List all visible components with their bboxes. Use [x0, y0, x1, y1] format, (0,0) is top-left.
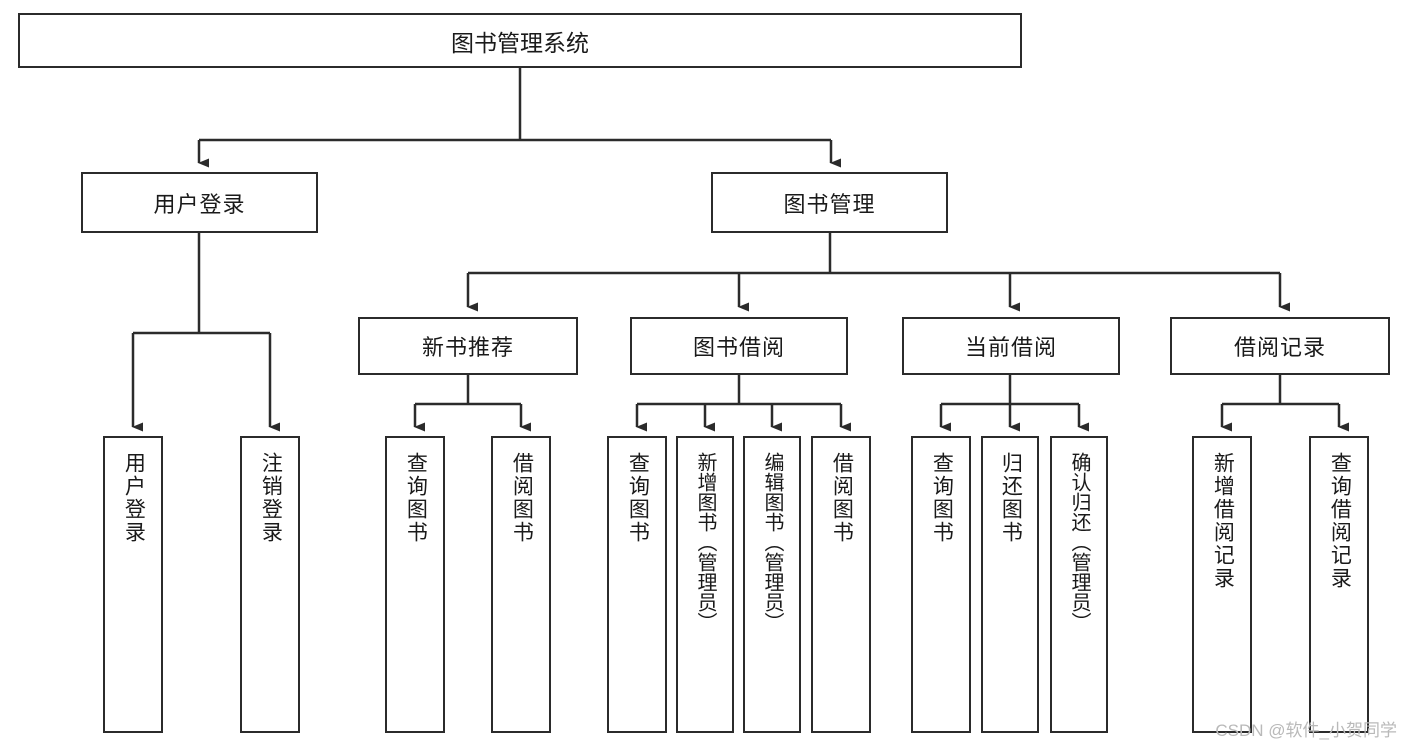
node-borrow-record[interactable]: 借阅记录: [1170, 317, 1390, 375]
node-leaf-query-book-3-label: 查询图书: [930, 452, 954, 544]
node-leaf-add-record-label: 新增借阅记录: [1211, 452, 1235, 590]
node-leaf-confirm-return-label: 确认归还（管理员）: [1068, 452, 1090, 632]
node-leaf-edit-book[interactable]: 编辑图书（管理员）: [743, 436, 801, 733]
node-book-manage-label: 图书管理: [783, 191, 876, 217]
node-leaf-edit-book-label: 编辑图书（管理员）: [761, 452, 783, 632]
node-leaf-borrow-book-2[interactable]: 借阅图书: [811, 436, 871, 733]
node-user-login-label: 用户登录: [153, 191, 246, 217]
node-leaf-borrow-book-1-label: 借阅图书: [510, 452, 534, 544]
node-root-label: 图书管理系统: [451, 29, 589, 56]
node-leaf-query-book-3[interactable]: 查询图书: [911, 436, 971, 733]
node-leaf-borrow-book-1[interactable]: 借阅图书: [491, 436, 551, 733]
node-leaf-user-login-label: 用户登录: [122, 452, 146, 544]
node-leaf-query-book-1-label: 查询图书: [404, 452, 428, 544]
node-user-login[interactable]: 用户登录: [81, 172, 318, 233]
node-leaf-confirm-return[interactable]: 确认归还（管理员）: [1050, 436, 1108, 733]
node-root[interactable]: 图书管理系统: [18, 13, 1022, 68]
node-leaf-query-book-2-label: 查询图书: [626, 452, 650, 544]
node-book-borrow-label: 图书借阅: [692, 335, 785, 360]
node-book-manage[interactable]: 图书管理: [711, 172, 948, 233]
node-leaf-add-book-label: 新增图书（管理员）: [694, 452, 716, 632]
csdn-watermark: CSDN @软件_小贺同学: [1215, 721, 1397, 740]
node-leaf-return-book[interactable]: 归还图书: [981, 436, 1039, 733]
node-leaf-add-record[interactable]: 新增借阅记录: [1192, 436, 1252, 733]
node-leaf-query-record-label: 查询借阅记录: [1328, 452, 1352, 590]
node-current-borrow-label: 当前借阅: [964, 335, 1057, 360]
node-leaf-logout-login-label: 注销登录: [259, 452, 283, 544]
node-leaf-query-book-1[interactable]: 查询图书: [385, 436, 445, 733]
node-leaf-query-record[interactable]: 查询借阅记录: [1309, 436, 1369, 733]
node-leaf-add-book[interactable]: 新增图书（管理员）: [676, 436, 734, 733]
node-book-borrow[interactable]: 图书借阅: [630, 317, 848, 375]
node-leaf-query-book-2[interactable]: 查询图书: [607, 436, 667, 733]
node-leaf-return-book-label: 归还图书: [999, 452, 1023, 544]
node-new-book-recommend-label: 新书推荐: [421, 335, 514, 360]
node-leaf-borrow-book-2-label: 借阅图书: [830, 452, 854, 544]
node-leaf-user-login[interactable]: 用户登录: [103, 436, 163, 733]
node-borrow-record-label: 借阅记录: [1233, 335, 1326, 360]
node-current-borrow[interactable]: 当前借阅: [902, 317, 1120, 375]
node-new-book-recommend[interactable]: 新书推荐: [358, 317, 578, 375]
node-leaf-logout-login[interactable]: 注销登录: [240, 436, 300, 733]
